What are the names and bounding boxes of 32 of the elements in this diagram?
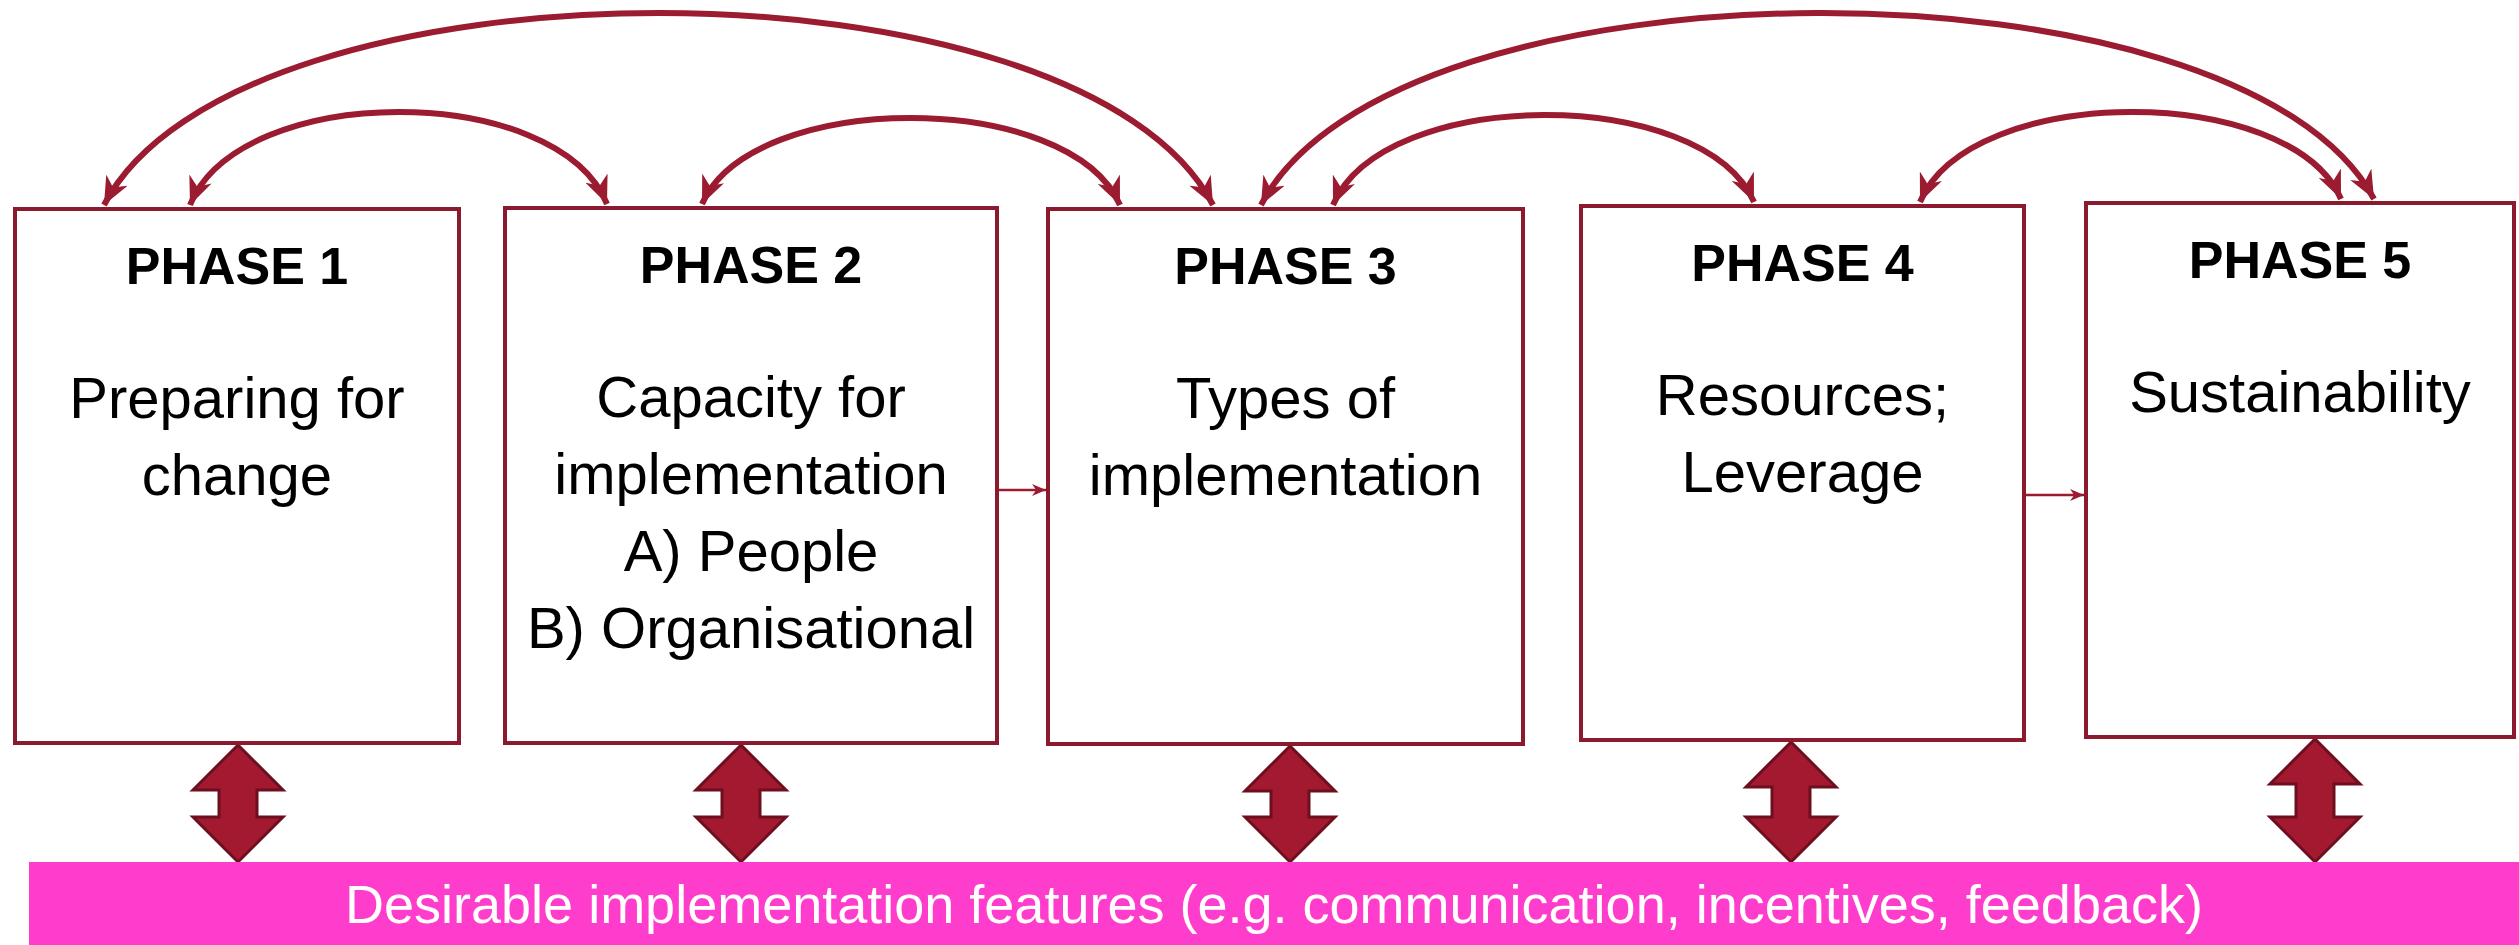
phase-description: Resources; Leverage (1654, 361, 1951, 506)
arrow (999, 484, 1046, 496)
phase-description: Capacity for implementation (553, 363, 949, 508)
curved-arrow (699, 115, 1123, 207)
arrow (2026, 489, 2084, 501)
double-block-arrow (189, 742, 287, 865)
phase-box (2084, 201, 2516, 739)
phase-box (13, 207, 461, 745)
phase-heading: PHASE 4 (1691, 233, 1914, 294)
phase-box (1579, 204, 2026, 742)
curved-arrow (187, 109, 610, 207)
curved-arrow (1917, 109, 2344, 204)
features-band (29, 862, 2519, 945)
phase-box (1046, 207, 1525, 746)
list-item: B) Organisational (526, 594, 976, 662)
phase-description: Types of implementation (1087, 364, 1484, 509)
phase-description: Sustainability (2129, 358, 2471, 426)
curved-arrow (1330, 112, 1757, 207)
phase-heading: PHASE 5 (2188, 230, 2412, 291)
curved-arrow (1258, 10, 2377, 207)
double-block-arrow (692, 742, 790, 865)
double-block-arrow (1241, 743, 1339, 865)
phase-heading: PHASE 1 (125, 236, 349, 297)
curved-arrow (101, 10, 1216, 207)
phase-heading: PHASE 3 (1174, 236, 1397, 297)
list-item: A) People (623, 517, 879, 585)
double-block-arrow (2266, 736, 2364, 865)
features-text: Desirable implementation features (e.g. communication, incentives, feedback) (345, 873, 2203, 934)
phase-box (503, 206, 999, 745)
double-block-arrow (1742, 739, 1840, 865)
phase-heading: PHASE 2 (639, 235, 863, 296)
phase-description: Preparing for change (68, 364, 406, 509)
